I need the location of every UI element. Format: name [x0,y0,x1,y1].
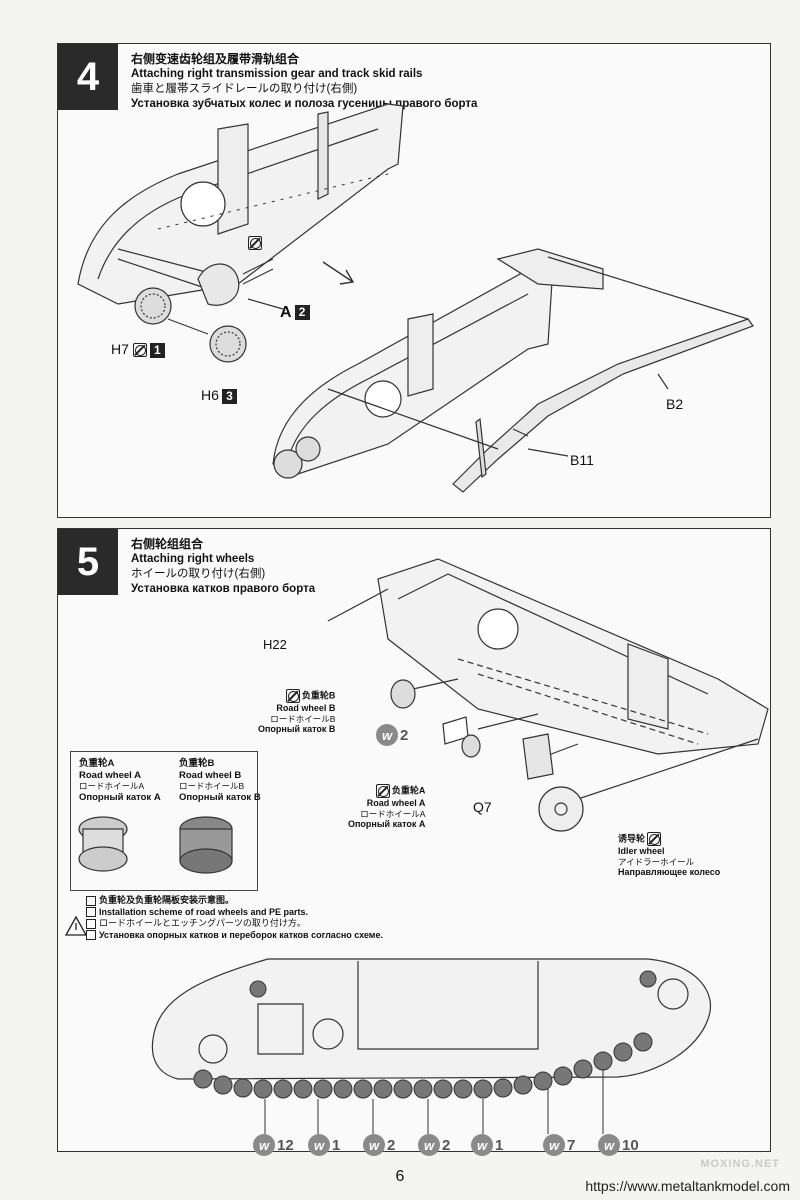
step-5-diagram [64,558,769,1134]
part-h6-label: H6 [201,387,219,403]
legend-b-jp: ロードホイールB [179,781,245,791]
part-h7-callout: H7 1 [111,341,165,358]
road-wheel-b-ru: Опорный каток B [258,724,336,734]
pe-part-icon: w [543,1134,565,1156]
legend-b-en: Road wheel B [179,769,242,781]
road-wheel-b-jp: ロードホイールB [270,713,336,724]
no-glue-icon [132,343,147,358]
part-a-no-glue-callout [248,234,262,250]
part-b11-label: B11 [570,452,594,468]
page-number: 6 [395,1168,405,1185]
step-5-title-jp: ホイールの取り付け(右側) [131,568,266,580]
legend-road-wheel-b: 负重轮B Road wheel B ロードホイールB Опорный каток… [179,758,261,803]
step-5-panel: 5 右侧轮组组合 Attaching right wheels ホイールの取り付… [57,528,771,1156]
language-box-icon [86,918,96,929]
road-wheel-b-callout: 负重轮B Road wheel B ロードホイールB Опорный каток… [258,689,335,735]
idler-wheel-en: Idler wheel [618,846,665,856]
legend-road-wheel-a: 负重轮A Road wheel A ロードホイールA Опорный каток… [79,758,161,803]
no-glue-icon [248,235,262,250]
pe-part-icon: w [418,1134,440,1156]
site-url: https://www.metaltankmodel.com [585,1178,790,1194]
pe-part-number: 2 [387,1136,396,1154]
no-glue-icon [285,689,300,703]
road-wheel-a-callout: 负重轮A Road wheel A ロードホイールA Опорный каток… [348,784,425,830]
part-b2-label: B2 [666,396,684,412]
step-5-title-en: Attaching right wheels [131,553,255,565]
idler-wheel-ru: Направляющее колесо [618,867,721,877]
language-box-icon [86,895,96,906]
step-5-title-cn: 右侧轮组组合 [131,537,204,551]
legend-b-ru: Опорный каток B [179,791,261,803]
instructions-ru: Установка опорных катков и переборок кат… [99,929,383,940]
watermark: MOXING.NET [700,1158,780,1170]
pe-part-number: 12 [277,1136,294,1154]
part-h6-quantity: 3 [221,388,237,404]
legend-b-cn: 负重轮B [179,758,215,769]
step-5-title-ru: Установка катков правого борта [131,583,316,595]
language-box-icon [86,930,96,941]
step-4-number: 4 [58,44,118,110]
pe-part-number: 1 [495,1136,504,1154]
instructions-cn: 负重轮及负重轮隔板安装示意图。 [99,895,235,905]
pe-part-icon: w [363,1134,385,1156]
legend-a-en: Road wheel A [79,769,141,781]
part-h22-label: H22 [263,637,287,652]
road-wheel-legend: 负重轮A Road wheel A ロードホイールA Опорный каток… [70,751,261,891]
idler-wheel-callout: 诱导轮 Idler wheel アイドラーホイール Направляющее к… [618,832,720,878]
no-glue-icon [375,784,390,798]
language-box-icon [86,907,96,918]
part-a-label: A [280,304,292,321]
part-h7-quantity: 1 [149,342,165,358]
pe-part-icon: w [598,1134,620,1156]
pe-part-icon: w [308,1134,330,1156]
pe-part-number: 7 [567,1136,576,1154]
pe-part-icon: w [471,1134,493,1156]
step-4-panel: 4 右侧变速齿轮组及履带滑轨组合 Attaching right transmi… [57,43,771,518]
pe-part-icon: w [376,724,398,746]
part-q7-label: Q7 [473,799,492,815]
no-glue-icon [647,832,662,846]
road-wheel-a-ru: Опорный каток A [348,819,426,829]
step-5-titles: 右侧轮组组合 Attaching right wheels ホイールの取り付け(… [131,537,315,597]
step-4-diagram [77,103,754,493]
part-a-quantity: 2 [294,305,310,321]
installation-instructions: 负重轮及负重轮隔板安装示意图。 Installation scheme of r… [86,895,383,941]
instructions-jp: ロードホイールとエッチングパーツの取り付け方。 [99,918,306,928]
step-4-title-en: Attaching right transmission gear and tr… [131,68,423,80]
road-wheel-a-cn: 负重轮A [391,785,426,796]
step-4-title-cn: 右侧变速齿轮组及履带滑轨组合 [131,52,300,66]
step-4-title-jp: 歯車と履帯スライドレールの取り付け(右側) [131,83,358,95]
instructions-en: Installation scheme of road wheels and P… [99,906,309,917]
road-wheel-b-cn: 负重轮B [301,690,336,701]
warning-icon [64,915,88,936]
pe-part-icon: w [253,1134,275,1156]
road-wheel-b-en: Road wheel B [276,703,336,713]
road-wheel-a-en: Road wheel A [366,798,426,808]
idler-wheel-cn: 诱导轮 [618,833,646,844]
legend-a-jp: ロードホイールA [79,781,145,791]
pe-part-number: 2 [400,726,409,744]
pe-part-number: 2 [442,1136,451,1154]
part-h7-label: H7 [111,341,129,357]
legend-a-ru: Опорный каток A [79,791,161,803]
pe-part-number: 1 [332,1136,341,1154]
road-wheel-a-jp: ロードホイールA [360,808,426,819]
step-5-number: 5 [58,529,118,595]
pe-part-number: 10 [622,1136,639,1154]
idler-wheel-jp: アイドラーホイール [618,856,695,867]
legend-a-cn: 负重轮A [79,758,115,769]
track-wheels [193,970,657,1099]
